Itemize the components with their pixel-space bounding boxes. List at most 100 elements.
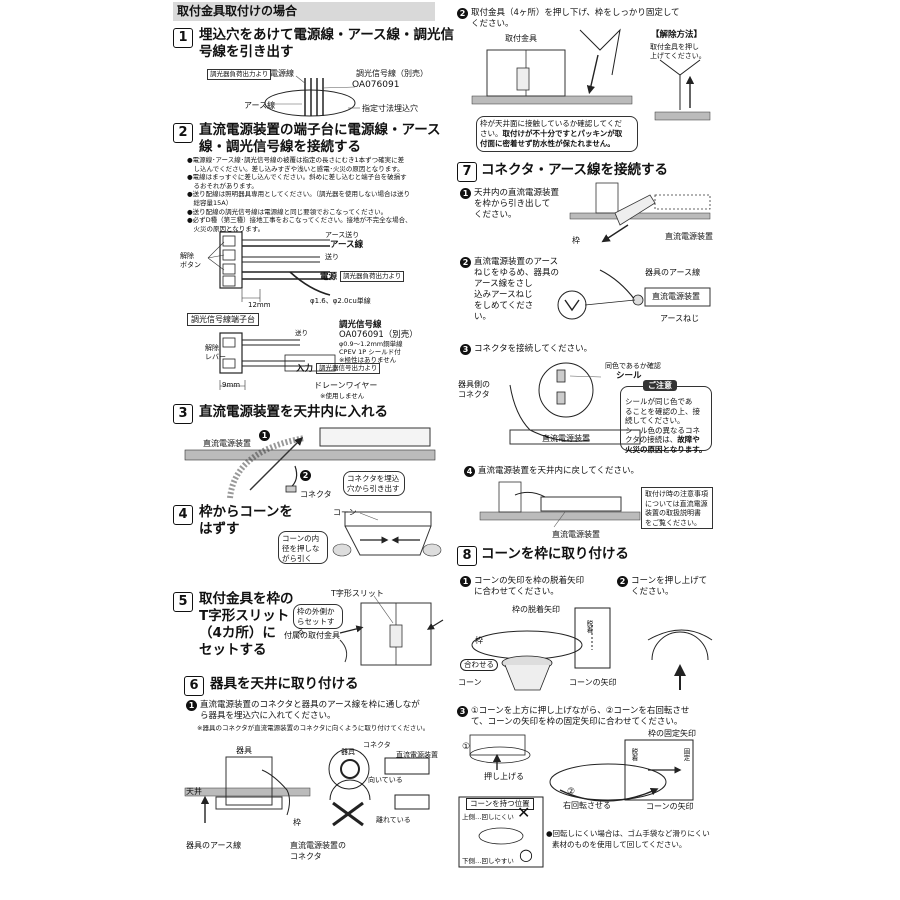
step-3-connector-label: コネクタ [300, 490, 332, 499]
step-6-connector-label-1: 直流電源装置の [290, 841, 346, 850]
release-button-label-1: 解除 [180, 252, 194, 260]
power-label: 電源 [320, 272, 338, 282]
signal-wire-part: OA076091（別売） [339, 330, 418, 340]
step-8-s3-line1: ①コーンを上方に押し上げながら、②コーンを右回転させ [471, 706, 690, 716]
hole-label: 指定寸法埋込穴 [362, 104, 418, 113]
color-check-label: 同色であるか確認 [605, 362, 661, 370]
caution-line: ることを確認の上、接 [625, 406, 700, 416]
step-4-note: コーンの内径を押しながら引く [278, 531, 328, 564]
release-lever-label-2: レバー [205, 353, 226, 361]
step-7-s2-line2: ねじをゆるめ、器具の [474, 268, 560, 278]
step-7-circle-4: 4 [464, 466, 475, 477]
section-header: 取付金具取付けの場合 [173, 2, 435, 21]
step-8-s3-line2: て、コーンの矢印を枠の固定矢印に合わせてください。 [471, 717, 683, 727]
step-8-title: コーンを枠に取り付ける [481, 546, 629, 562]
step-7-earth-screw-label: アースねじ [660, 314, 700, 323]
step-7-s1-line1: 天井内の直流電源装置 [474, 188, 560, 198]
step-3-title: 直流電源装置を天井内に入れる [199, 404, 388, 420]
step-3-unit-label: 直流電源装置 [203, 439, 251, 448]
step-4-cone-label: コーン [333, 508, 357, 517]
step-5-title-line3: （4カ所）に [199, 625, 276, 641]
step-1-title-line2: 号線を引き出す [199, 44, 294, 60]
note-line: 総容量15A） [187, 198, 233, 207]
step-7-s4-text: 直流電源装置を天井内に戻してください。 [478, 466, 639, 476]
signal-terminal-title: 調光信号線端子台 [187, 313, 259, 326]
step-7-s2-line3: アース線をさし [474, 279, 533, 289]
note-box-line: をご覧ください。 [645, 518, 701, 527]
step-6-facing-label: 向いている [368, 776, 403, 784]
step-6-note: ※器具のコネクタが直流電源装置のコネクタに向くように取り付けてください。 [197, 724, 430, 732]
note-box: 取付け時の注意事項 については直流電源 装置の取扱説明書 をご覧ください。 [641, 487, 713, 529]
caution-line: クタの接続は、 [625, 435, 678, 444]
step-6-instruction-line1: 直流電源装置のコネクタと器具のアース線を枠に通しなが [200, 700, 420, 710]
step-7-unit-label-4: 直流電源装置 [552, 530, 600, 539]
caution-bold: 故障や [677, 435, 700, 444]
send-label: 送り [325, 253, 339, 261]
bracket-label: 取付金具 [505, 34, 537, 43]
right-top-circle-2: 2 [457, 8, 468, 19]
drain-wire-label: ドレーンワイヤー [314, 381, 378, 390]
step-7-fixture-earth-label: 器具のアース線 [645, 268, 701, 277]
signal-spec-1: φ0.9～1.2mm銅単線 [339, 340, 403, 348]
sub-step-marker-2: ② [567, 787, 576, 797]
step-2-notes: ●電源線･アース線･調光信号線の被覆は指定の長さにむき1本ずつ確実に差 し込んで… [187, 156, 437, 233]
step-8-circle-3: 3 [457, 706, 468, 717]
step-2-number: 2 [173, 123, 193, 143]
caution-line: シール色の異なるコネ [625, 425, 700, 435]
align-label: 合わせる [460, 659, 498, 671]
hold-upper-label: 上側…回しにくい [462, 813, 514, 821]
step-6-instruction-line2: ら器具を埋込穴に入れてください。 [200, 711, 336, 721]
warning-bold-2: 付面に密着せず防水性が保たれません。 [480, 139, 615, 148]
step-1-title-line1: 埋込穴をあけて電源線・アース線・調光信 [199, 27, 455, 43]
step-8-s1-line2: に合わせてください。 [474, 587, 559, 597]
step-6-title: 器具を天井に取り付ける [210, 676, 359, 692]
step-6-number: 6 [184, 676, 204, 696]
fixed-arrow-label: 枠の固定矢印 [648, 729, 696, 738]
earth-line-label: アース線 [244, 101, 276, 110]
note-line: ●電源線･アース線･調光信号線の被覆は指定の長さにむき1本ずつ確実に差 [187, 156, 405, 164]
step-7-s1-line2: を枠から引き出して [474, 199, 551, 209]
caution-line: シールが同じ色であ [625, 397, 693, 406]
step-7-s3-text: コネクタを接続してください。 [474, 344, 593, 354]
note-line: し込んでください。差し込みすぎや浅いと感電･火災の原因となります。 [187, 164, 404, 173]
earth-send-label: アース送り [325, 231, 360, 239]
step-4-title-line2: はずす [199, 521, 240, 537]
input-label: 入力 [296, 364, 314, 374]
warning-text-1: 枠が天井面に接触しているか確認してくだ [480, 119, 622, 128]
signal-line-part: OA076091 [352, 80, 400, 90]
note-box-line: 装置の取扱説明書 [645, 509, 701, 517]
step-5-bracket-label: 付属の取付金具 [284, 631, 340, 640]
step-8-s2-line2: ください。 [631, 587, 674, 597]
dimmer-signal-tag: 調光器信号出力より [316, 363, 381, 374]
note-box-line: については直流電源 [645, 499, 708, 508]
fixture-connector-label-1: 器具側の [458, 380, 490, 389]
signal-spec-3: ※極性はありません [339, 356, 397, 364]
step-6-earth-label: 器具のアース線 [186, 841, 242, 850]
release-method-title: 【解除方法】 [651, 30, 703, 40]
step-1-number: 1 [173, 28, 193, 48]
drain-wire-note: ※使用しません [320, 392, 365, 400]
release-method-line2: 上げてください。 [650, 52, 706, 60]
step-7-s2-line4: 込みアースねじ [474, 290, 533, 300]
hold-position-title: コーンを持つ位置 [466, 798, 534, 810]
dimmer-output-tag: 調光器負荷出力より [207, 69, 272, 80]
rotate-label: 右回転させる [563, 801, 611, 810]
step-7-circle-1: 1 [460, 188, 471, 199]
bad-mark: ✕ [517, 803, 531, 822]
seal-label: シール [616, 371, 642, 381]
sub-step-marker-1: ① [462, 742, 471, 752]
step-6-fixture-label-2: 器具 [341, 748, 355, 756]
fix-tag: 固定 [682, 748, 690, 761]
step-7-title: コネクタ・アース線を接続する [481, 162, 668, 178]
step-6-ceiling-label: 天井 [186, 787, 202, 796]
step-7-unit-label: 直流電源装置 [665, 232, 713, 241]
step-7-unit-label-2: 直流電源装置 [652, 292, 700, 301]
warning-text-2: さい。 [480, 129, 503, 138]
detach-tag: 脱着 [585, 620, 593, 633]
step-7-s2-line6: い。 [474, 312, 492, 322]
step-3-circle-2: 2 [300, 470, 311, 481]
step-4-title-line1: 枠からコーンを [199, 504, 293, 520]
